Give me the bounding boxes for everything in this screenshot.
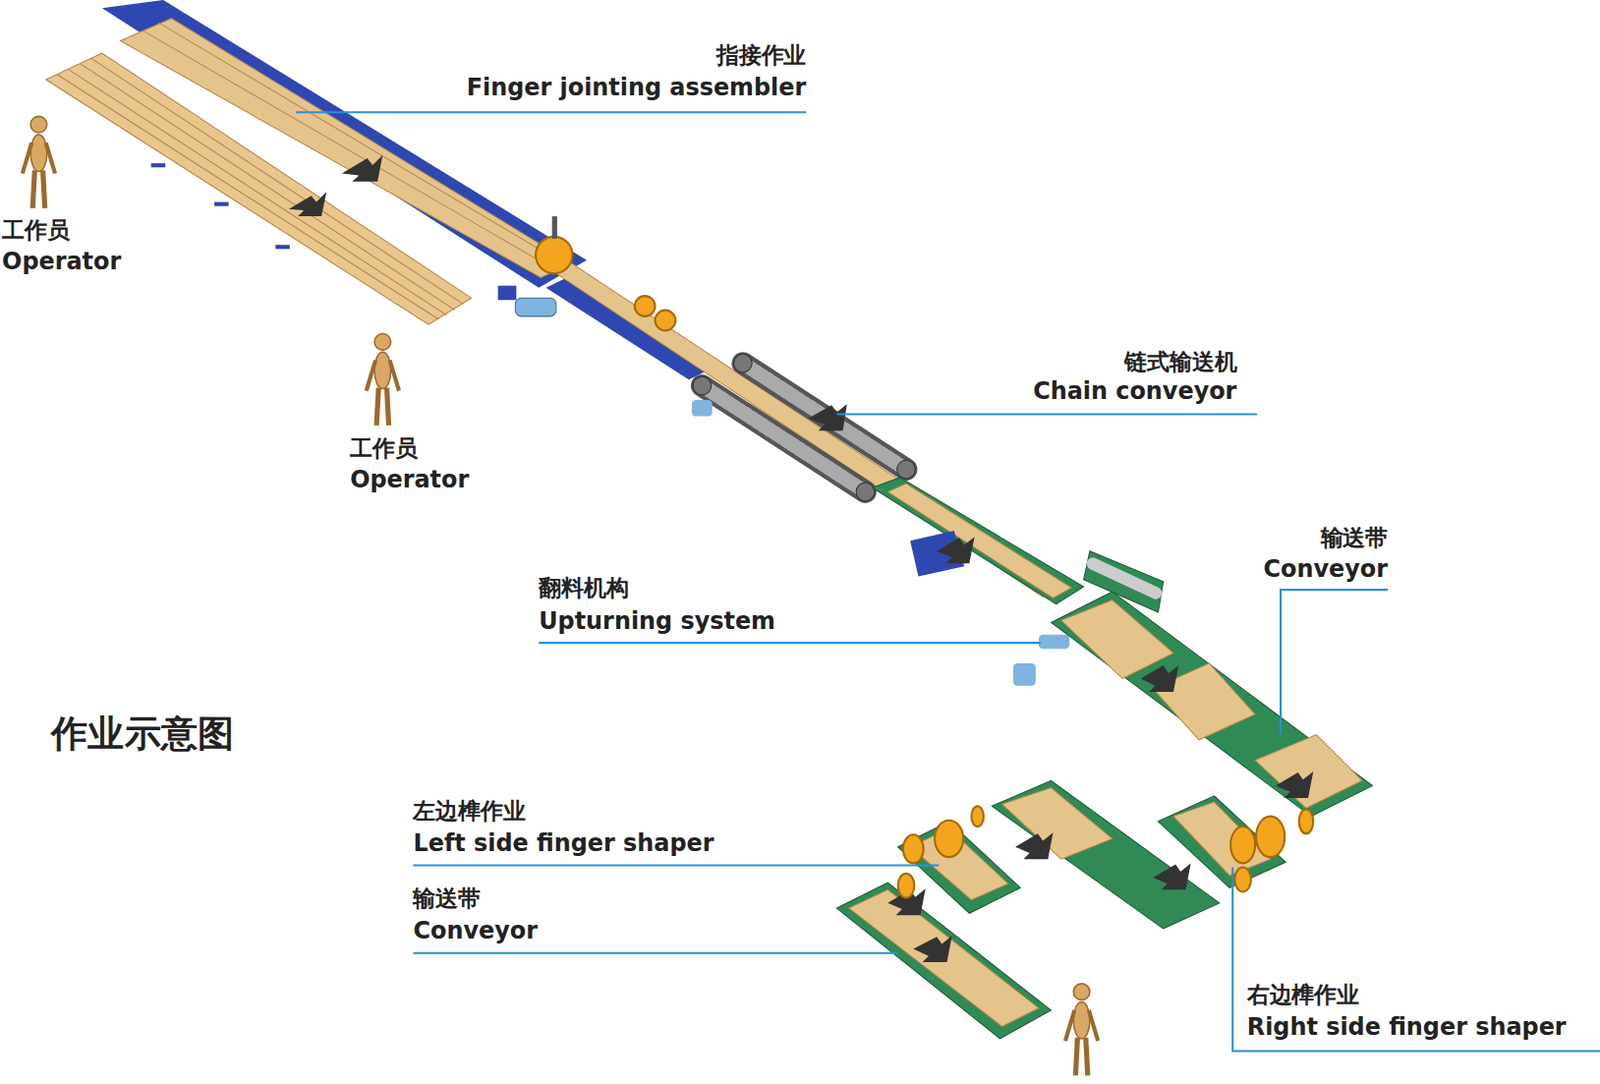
part-name: 输送带 (412, 885, 481, 912)
part-name: Conveyor (412, 916, 537, 944)
part-name: Upturning system (538, 607, 776, 634)
part-name: 链式输送机 (1124, 348, 1237, 375)
part-name: Left side finger shaper (412, 829, 714, 857)
part-name: 左边榫作业 (412, 798, 525, 824)
diagram-title: 作业示意图 (51, 712, 235, 755)
part-name: 输送带 (1320, 525, 1389, 552)
part-name: Conveyor (1263, 555, 1388, 582)
part-name: 右边榫作业 (1247, 981, 1360, 1008)
part-name: Finger jointing assembler (466, 73, 807, 101)
operator-label: 工作员 (1, 217, 70, 243)
operator-label: Operator (1, 247, 121, 275)
part-name: Right side finger shaper (1247, 1013, 1567, 1040)
part-name: 指接作业 (716, 43, 806, 69)
part-name: Chain conveyor (1032, 377, 1237, 404)
part-name: 翻料机构 (538, 575, 629, 602)
operator-label: 工作员 (349, 435, 418, 461)
operator-label: Operator (349, 465, 469, 493)
